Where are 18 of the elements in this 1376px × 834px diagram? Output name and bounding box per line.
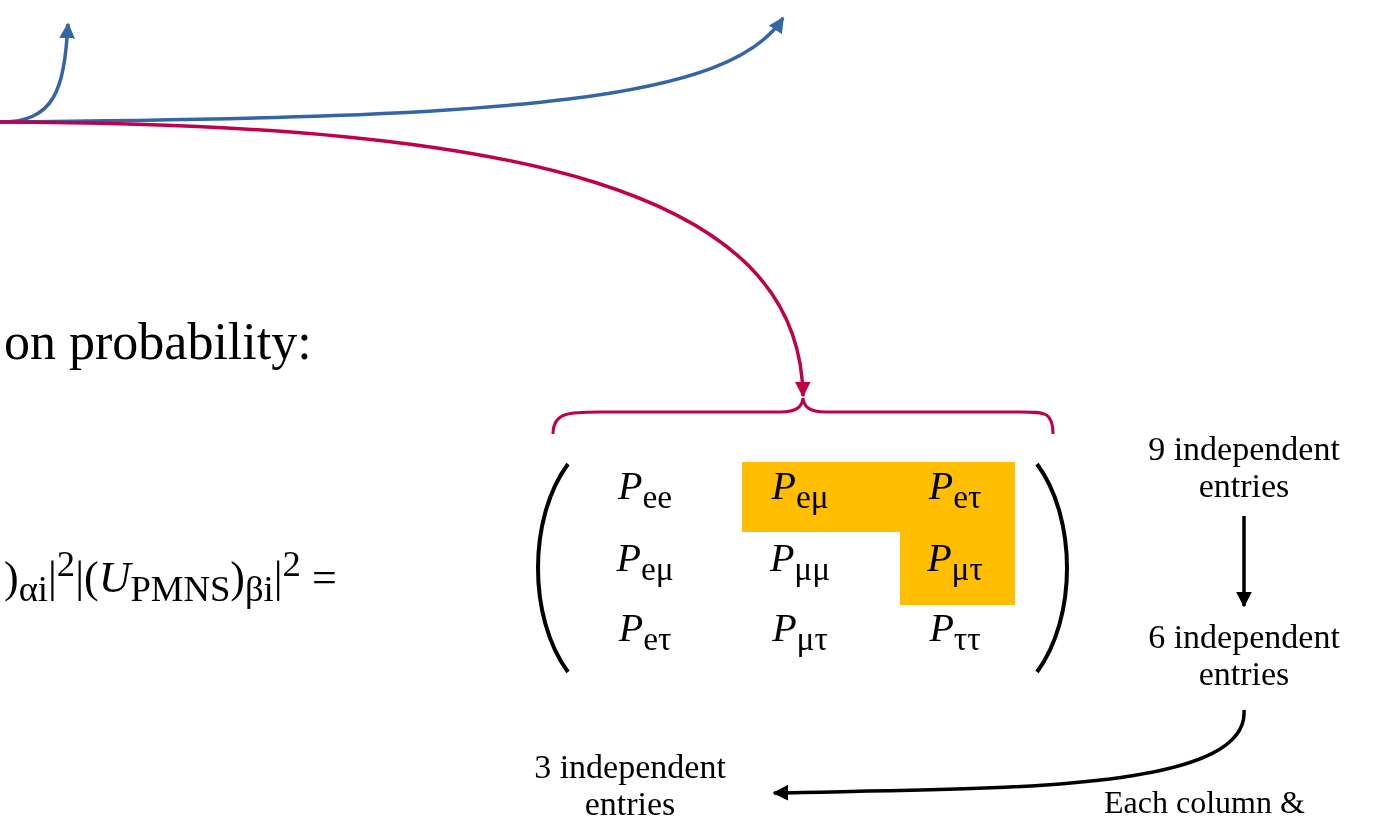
matrix-entry: P$_{eτ}$ [617,604,673,658]
matrix-entry: P$_{μτ}$ [771,604,829,658]
matrix-entry: P$_{μτ}$ [926,534,984,588]
matrix-entry: P$_{eμ}$ [615,534,675,588]
annotation-text: 6 independent entries [1147,618,1341,693]
matrix-entry: P$_{eμ}$ [770,462,830,516]
annotation-text: 9 independent entries [1147,430,1341,505]
arrow [1236,516,1252,608]
arrow [0,120,809,398]
annotation-text: 3 independent entries [533,748,727,823]
matrix-entry: P$_{ee}$ [617,462,673,516]
heading-text: on probability: [4,312,312,371]
matrix-entry: P$_{eτ}$ [927,462,983,516]
note-text: Each column & [1104,784,1305,821]
arrow [772,709,1246,801]
matrix-entry: P$_{ττ}$ [928,604,982,658]
formula: )$_{αi}$|$^{2}$|(U$_{PMNS}$)$_{βi}$|$^{2}$ = [4,542,337,611]
matrix-entry: P$_{μμ}$ [768,534,832,588]
